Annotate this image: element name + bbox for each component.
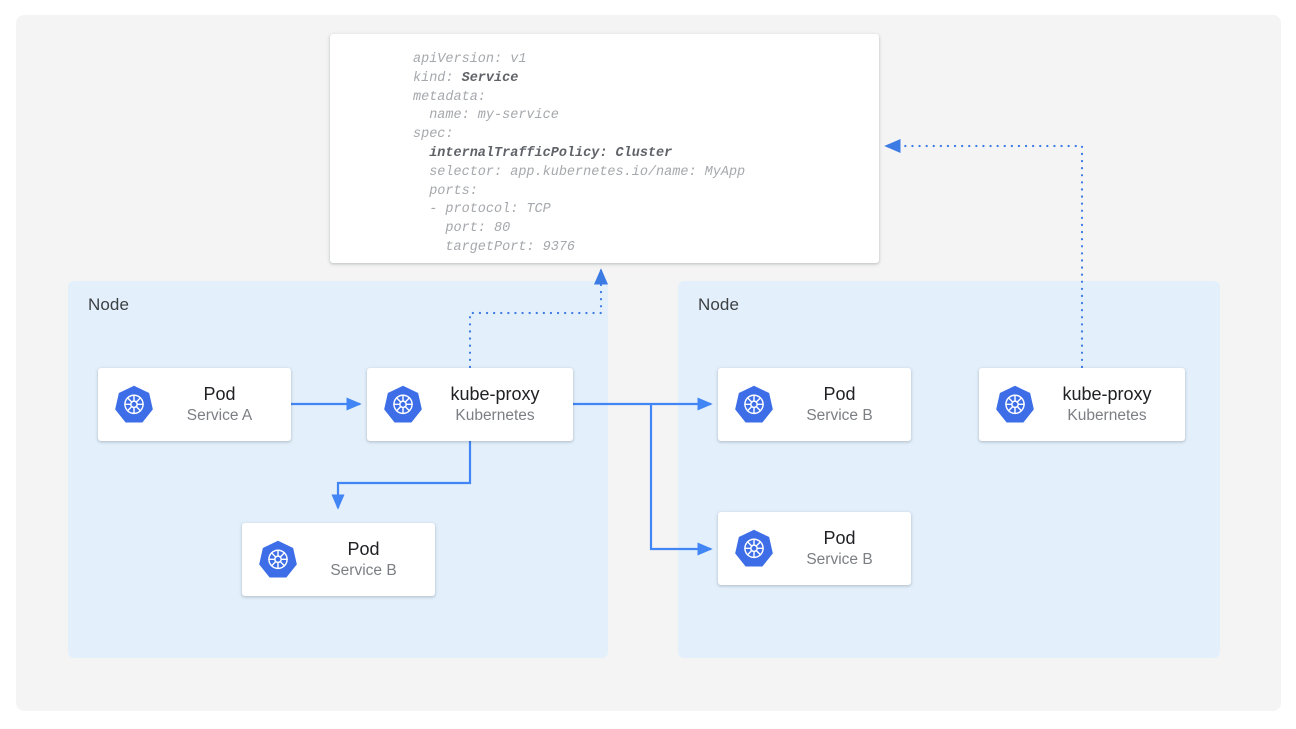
card-subtitle: Service B bbox=[806, 550, 873, 568]
card-text: Pod Service A bbox=[156, 383, 291, 426]
kubernetes-logo-icon bbox=[381, 383, 425, 427]
manifest-line: port: 80 bbox=[413, 221, 511, 237]
card-subtitle: Kubernetes bbox=[1067, 406, 1147, 424]
card-title: kube-proxy bbox=[1062, 384, 1152, 405]
card-title: Pod bbox=[203, 384, 236, 405]
card-subtitle: Service A bbox=[186, 406, 253, 424]
card-subtitle: Kubernetes bbox=[455, 406, 535, 424]
manifest-line: ports: bbox=[413, 183, 478, 199]
manifest-line: name: my-service bbox=[413, 108, 559, 124]
node-label-left: Node bbox=[88, 295, 130, 314]
manifest-line: targetPort: 9376 bbox=[413, 239, 576, 255]
manifest-line: internalTrafficPolicy: Cluster bbox=[413, 145, 673, 161]
card-pod-service-b-bottom[interactable]: Pod Service B bbox=[718, 512, 911, 585]
node-label-right: Node bbox=[698, 295, 740, 314]
kubernetes-logo-icon bbox=[256, 538, 300, 582]
card-pod-service-b-top[interactable]: Pod Service B bbox=[718, 368, 911, 441]
card-title: kube-proxy bbox=[450, 384, 540, 405]
card-pod-service-b-left[interactable]: Pod Service B bbox=[242, 523, 435, 596]
manifest-line: - protocol: TCP bbox=[413, 202, 551, 218]
card-subtitle: Service B bbox=[330, 561, 397, 579]
manifest-line: kind: Service bbox=[413, 70, 519, 86]
card-text: Pod Service B bbox=[300, 538, 435, 581]
manifest-line: selector: app.kubernetes.io/name: MyApp bbox=[413, 164, 746, 180]
kubernetes-logo-icon bbox=[732, 383, 776, 427]
card-text: kube-proxy Kubernetes bbox=[1037, 383, 1185, 426]
manifest-line: spec: bbox=[413, 127, 454, 143]
manifest-line: apiVersion: v1 bbox=[413, 52, 527, 67]
card-kube-proxy-left[interactable]: kube-proxy Kubernetes bbox=[367, 368, 573, 441]
card-title: Pod bbox=[823, 528, 856, 549]
card-subtitle: Service B bbox=[806, 406, 873, 424]
node-panel-left: Node bbox=[68, 281, 608, 658]
card-text: Pod Service B bbox=[776, 383, 911, 426]
manifest-line-emphasis: Service bbox=[461, 70, 519, 86]
manifest-line: metadata: bbox=[413, 89, 486, 105]
card-kube-proxy-right[interactable]: kube-proxy Kubernetes bbox=[979, 368, 1185, 441]
kubernetes-logo-icon bbox=[993, 383, 1037, 427]
card-pod-service-a[interactable]: Pod Service A bbox=[98, 368, 291, 441]
node-panel-right: Node bbox=[678, 281, 1220, 658]
service-manifest-card: apiVersion: v1 kind: Service metadata: nam… bbox=[330, 34, 879, 263]
service-manifest-text: apiVersion: v1 kind: Service metadata: nam… bbox=[413, 51, 745, 258]
card-title: Pod bbox=[347, 539, 380, 560]
card-text: kube-proxy Kubernetes bbox=[425, 383, 573, 426]
card-text: Pod Service B bbox=[776, 527, 911, 570]
kubernetes-logo-icon bbox=[112, 383, 156, 427]
kubernetes-logo-icon bbox=[732, 527, 776, 571]
card-title: Pod bbox=[823, 384, 856, 405]
